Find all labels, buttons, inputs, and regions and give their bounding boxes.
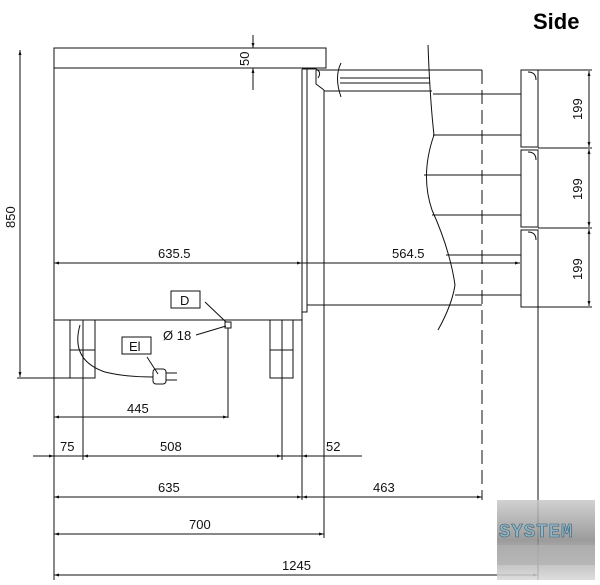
electric-label-box (121, 336, 152, 355)
power-cable (77, 324, 154, 378)
worktop (53, 47, 327, 69)
dim-overall-open: 1245 (282, 558, 311, 573)
logo-text: SYSTEM (499, 521, 573, 543)
dim-leg-offset: 75 (60, 439, 74, 454)
plug-icon (152, 368, 167, 385)
drain-diameter: Ø 18 (163, 328, 191, 343)
drawer-extended (316, 44, 521, 500)
dim-drawer-2: 199 (570, 178, 585, 200)
dim-drawer-1: 199 (570, 98, 585, 120)
drawer-fronts (520, 69, 592, 580)
dim-body-depth: 635 (158, 480, 180, 495)
dim-drain-offset: 445 (127, 401, 149, 416)
dim-drawer-3: 199 (570, 258, 585, 280)
dim-inner-depth: 635.5 (158, 246, 191, 261)
drain-label-box (170, 290, 201, 309)
drain-label: D (180, 293, 189, 308)
electric-label: El (129, 339, 141, 354)
system-logo: SYSTEM (497, 500, 595, 580)
dim-door-offset: 52 (326, 439, 340, 454)
dim-drawer-extension: 564.5 (392, 246, 425, 261)
dim-total-depth: 700 (189, 517, 211, 532)
dim-leg-spacing: 508 (160, 439, 182, 454)
dim-height: 850 (3, 206, 18, 228)
dim-drawer-travel: 463 (373, 480, 395, 495)
view-title: Side (533, 9, 579, 34)
dim-worktop: 50 (237, 52, 252, 66)
drain-outlet (224, 321, 232, 329)
